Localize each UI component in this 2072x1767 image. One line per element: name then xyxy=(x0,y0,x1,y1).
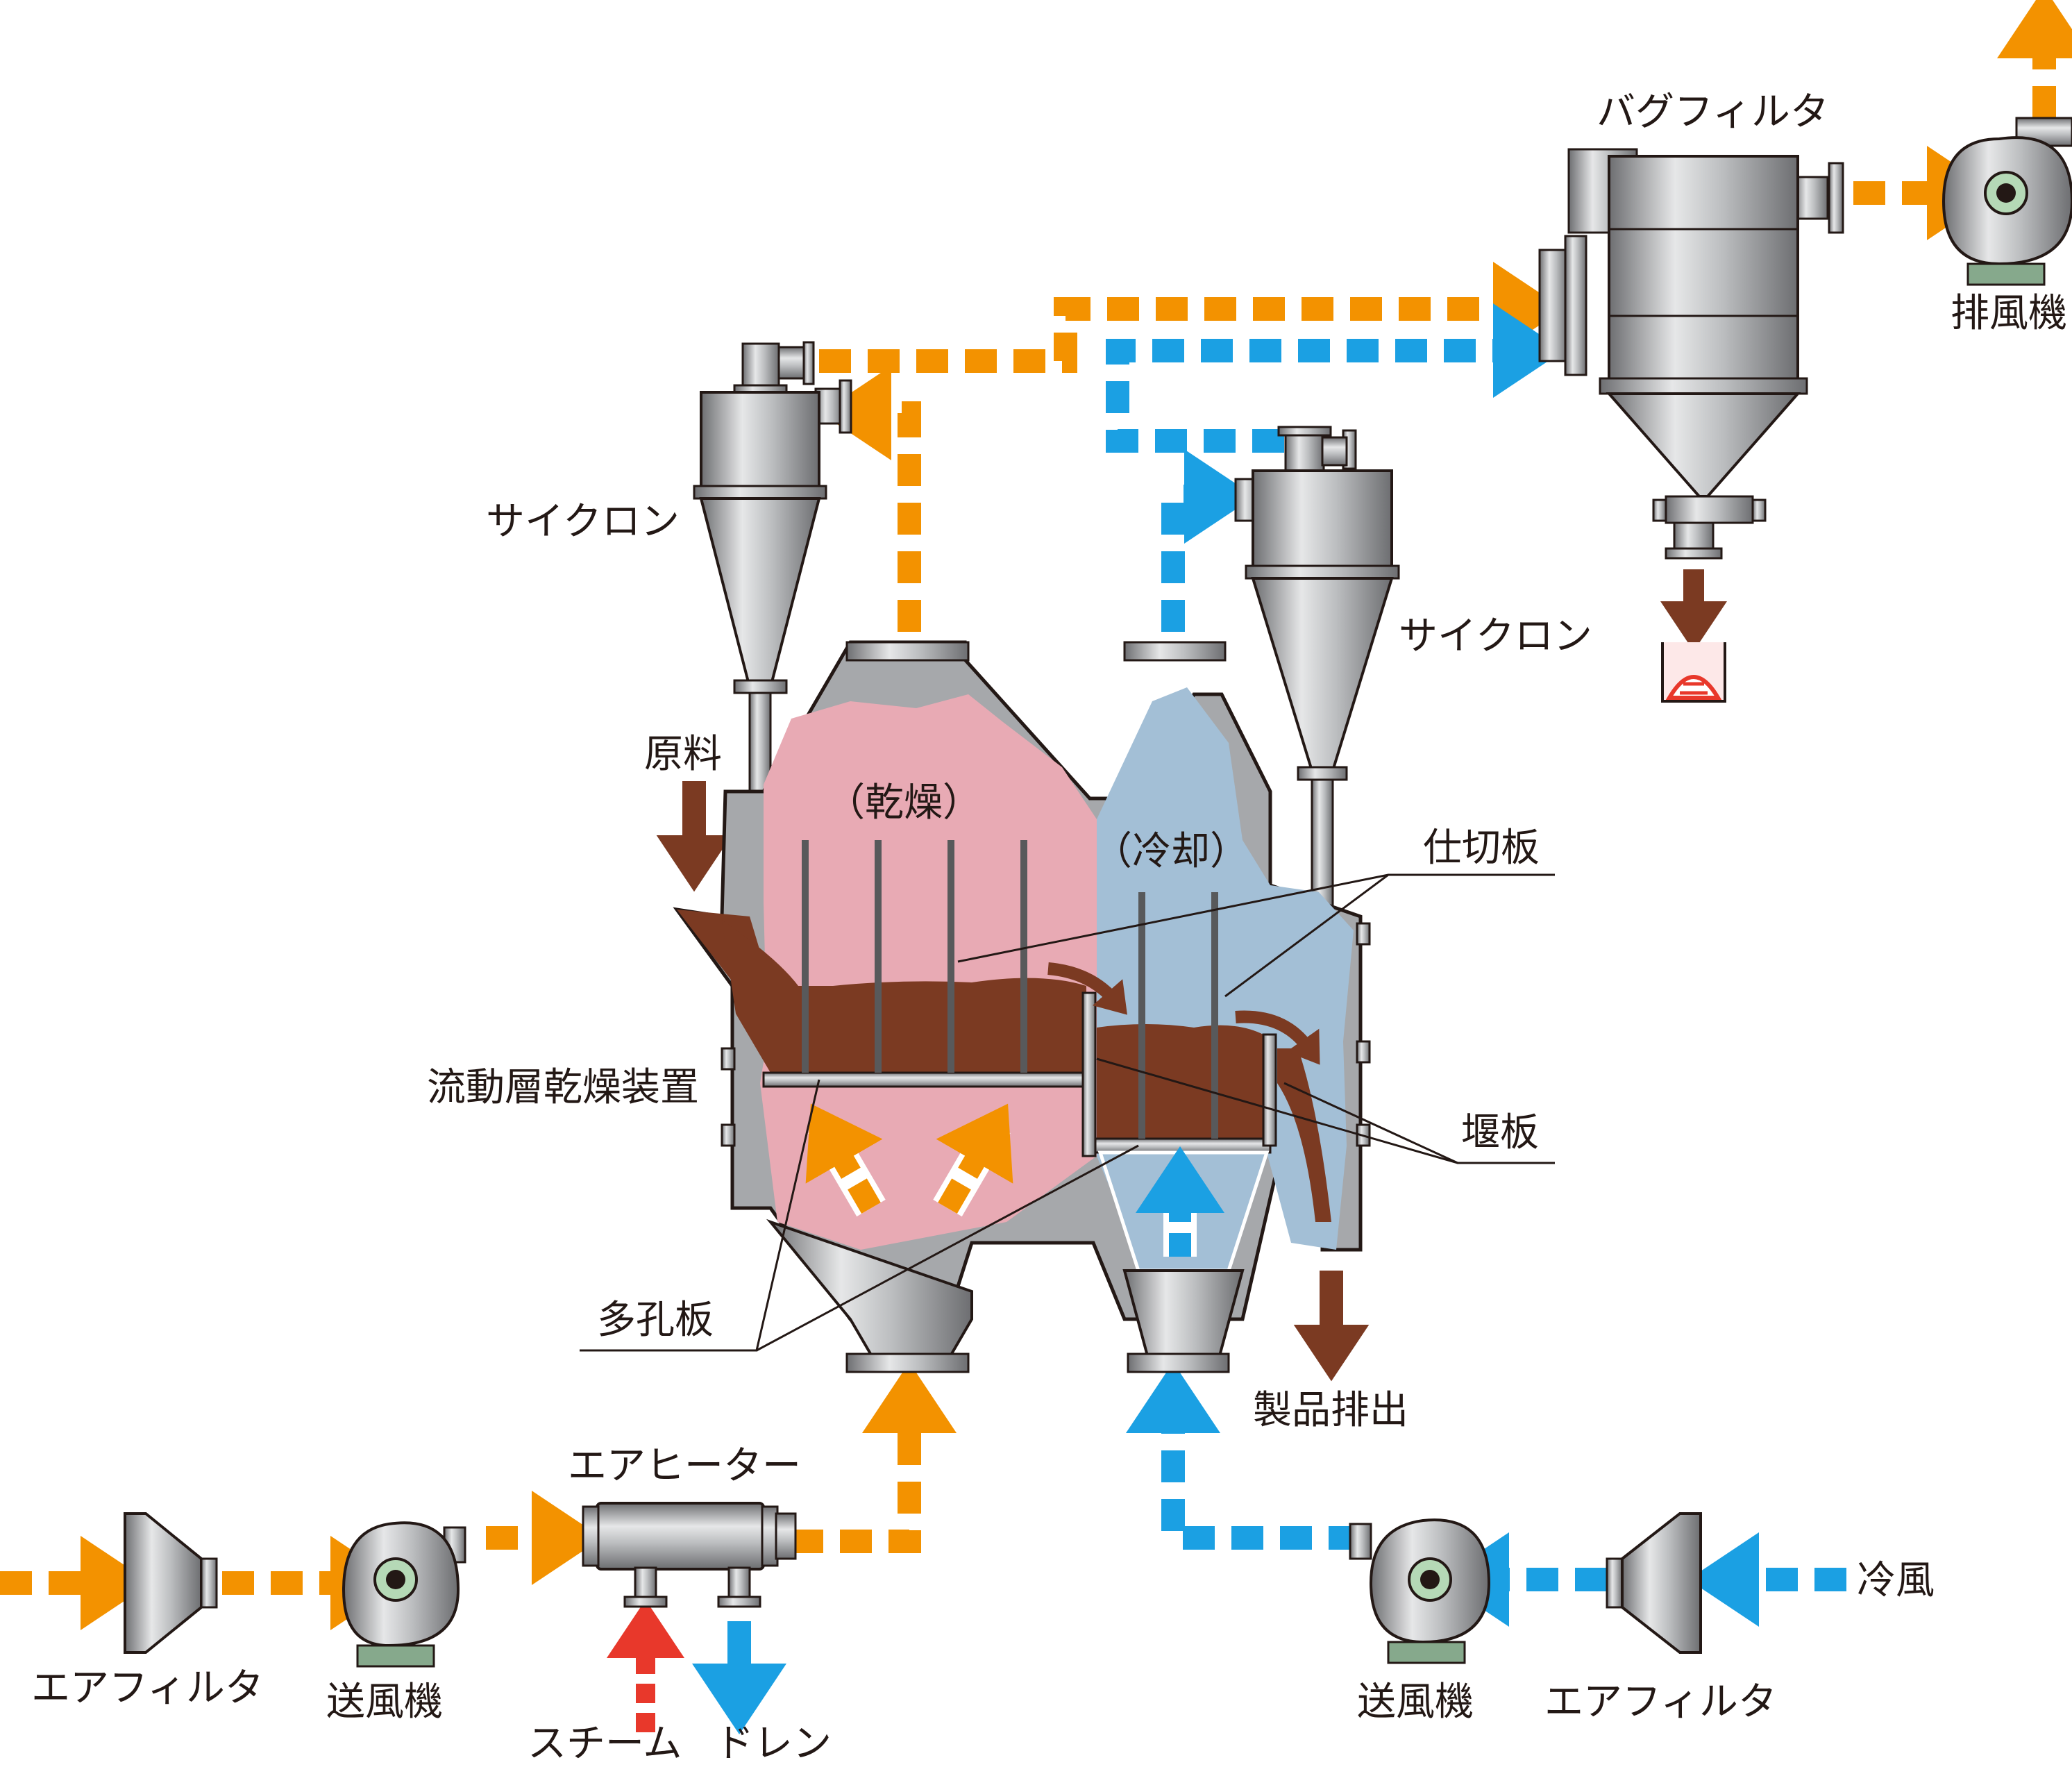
product-discharge-label: 製品排出 xyxy=(1253,1388,1408,1433)
partition-plate-label: 仕切板 xyxy=(1423,826,1540,871)
blower-left xyxy=(342,1521,466,1668)
steam-label: スチーム xyxy=(528,1721,682,1766)
cold-air-cooler-to-cyclone-flow xyxy=(1161,449,1255,632)
air-heater xyxy=(582,1502,797,1608)
weir-plate-label: 堰板 xyxy=(1461,1110,1539,1155)
cyclone-left xyxy=(693,341,852,1001)
hot-air-cyclone-to-bagfilter-flow xyxy=(819,262,1564,373)
exhaust-fan xyxy=(1942,117,2072,286)
air-filter-right xyxy=(1606,1512,1702,1654)
fluid-bed-dryer xyxy=(673,640,1371,1373)
cooling-zone-label: （冷却） xyxy=(1093,829,1249,874)
bag-filter-label: バグフィルタ xyxy=(1597,90,1829,135)
collection-bin-icon xyxy=(1661,642,1726,703)
cyclone-right xyxy=(1234,426,1400,920)
air-filter-left-label: エアフィルタ xyxy=(31,1666,264,1711)
cold-air-cyclone-to-bagfilter-flow xyxy=(1106,303,1564,453)
leader-lines xyxy=(580,873,1555,1352)
bag-filter xyxy=(1538,148,1844,560)
hot-air-dryer-to-cyclone-flow xyxy=(820,366,921,632)
cold-air-label: 冷風 xyxy=(1857,1558,1935,1603)
blower-right xyxy=(1349,1518,1491,1664)
cyclone-right-label: サイクロン xyxy=(1399,614,1592,659)
dryer-label: 流動層乾燥装置 xyxy=(427,1065,699,1110)
air-filter-left xyxy=(124,1512,218,1654)
raw-material-label: 原料 xyxy=(644,732,722,777)
exhaust-fan-label: 排風機 xyxy=(1951,291,2067,336)
drain-label: ドレン xyxy=(715,1721,832,1766)
blower-right-label: 送風機 xyxy=(1357,1680,1474,1725)
drying-zone-label: （乾燥） xyxy=(826,780,982,826)
cyclone-left-label: サイクロン xyxy=(486,499,680,544)
perforated-plate-label: 多孔板 xyxy=(597,1298,714,1343)
blower-left-label: 送風機 xyxy=(326,1680,443,1725)
air-filter-right-label: エアフィルタ xyxy=(1544,1680,1777,1725)
cold-air-blower-to-cooler-flow xyxy=(1126,1362,1361,1550)
air-heater-label: エアヒーター xyxy=(568,1443,801,1489)
hot-air-heater-to-dryer-flow xyxy=(791,1362,957,1553)
